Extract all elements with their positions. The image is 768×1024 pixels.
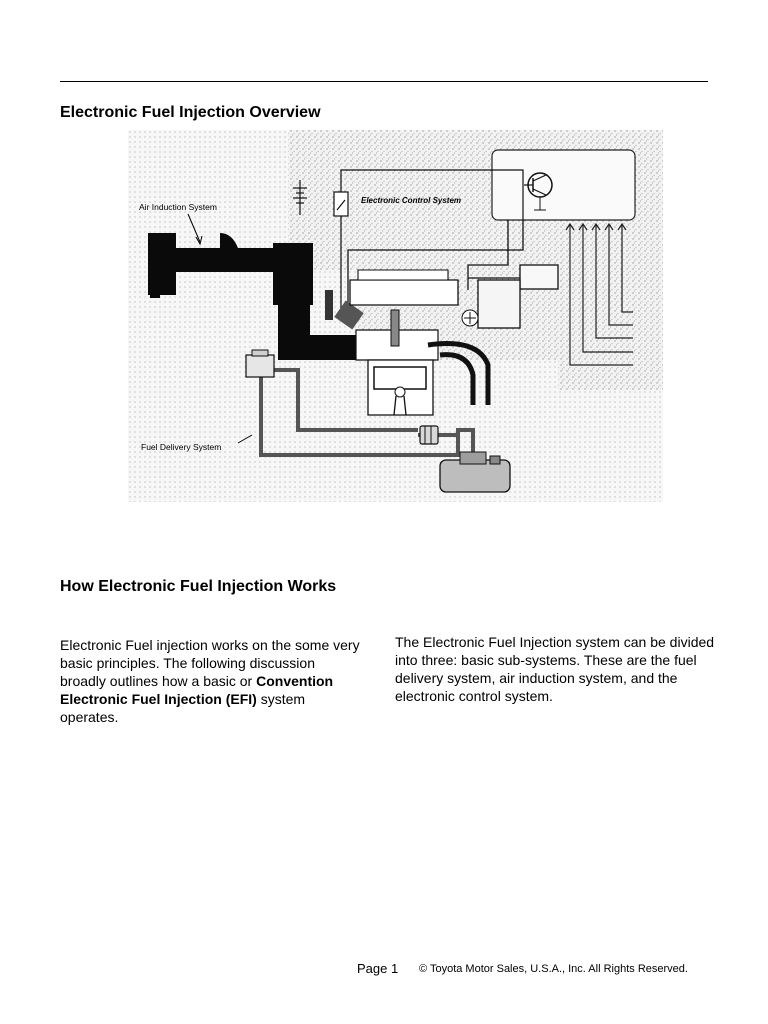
fuel-tank-pump [439,451,511,493]
distributor [461,279,521,329]
left-text-part-2: system operates. [60,691,306,725]
efi-system-diagram: Air Induction System Electronic Control … [128,130,663,502]
engine-block [349,269,491,416]
section-heading: How Electronic Fuel Injection Works [60,578,337,595]
page-title: Electronic Fuel Injection Overview [60,104,321,121]
label-electronic-control: Electronic Control System [361,196,461,205]
label-air-induction: Air Induction System [139,202,217,212]
control-wires [347,220,559,310]
top-rule [60,81,708,82]
battery-relay [293,169,524,310]
label-fuel-delivery: Fuel Delivery System [141,442,221,452]
fuel-filter [419,425,439,445]
left-text-bold: Convention Electronic Fuel Injection (EF… [60,673,334,707]
left-text-part-1: Electronic Fuel injection works on the s… [60,637,360,689]
ecu-box [491,149,636,221]
left-column-text: Electronic Fuel injection works on the s… [60,636,360,726]
right-column-text: The Electronic Fuel Injection system can… [395,634,715,704]
footer-page-number: Page 1 [357,961,399,976]
fuel-pressure-regulator [245,349,275,378]
throttle-body [325,290,364,330]
footer-copyright: © Toyota Motor Sales, U.S.A., Inc. All R… [419,963,688,975]
sensor-wires [565,222,633,366]
